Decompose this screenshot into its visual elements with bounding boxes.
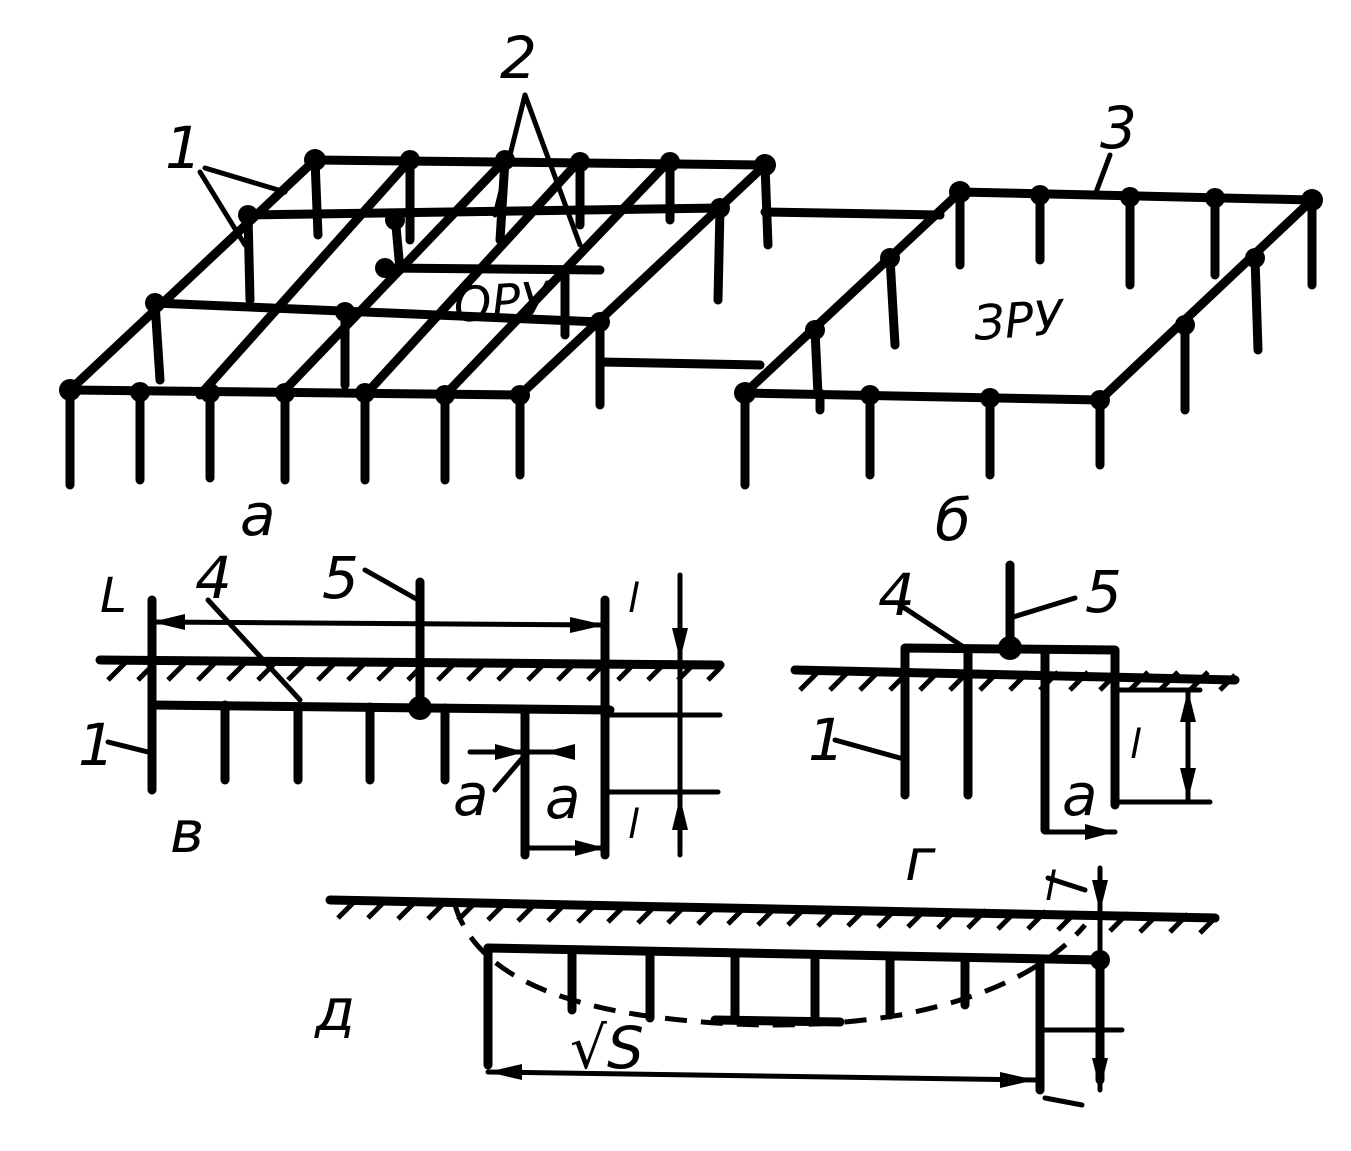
label-ory: ОРУ — [452, 271, 554, 334]
label-1-top: 1 — [165, 114, 202, 182]
label-a-v: a — [545, 764, 581, 832]
panel-d-hatch — [336, 898, 1217, 935]
label-3: 3 — [1100, 94, 1137, 162]
label-panel-a: а — [240, 481, 276, 549]
label-4-v: 4 — [195, 544, 232, 612]
panel-v-section — [95, 567, 725, 860]
label-5-v: 5 — [322, 544, 359, 612]
label-l-g: l — [1130, 722, 1141, 768]
label-L: L — [100, 568, 127, 624]
panel-g-section — [790, 560, 1240, 840]
label-l-v-bottom: l — [628, 802, 639, 848]
label-l-d-top: l — [1045, 864, 1056, 910]
label-panel-g: г — [905, 826, 936, 894]
label-a-g: a — [1062, 761, 1098, 829]
label-1-g: 1 — [808, 706, 845, 774]
label-l-v-top: l — [628, 576, 639, 622]
label-4-g: 4 — [878, 561, 915, 629]
link-cables — [595, 207, 945, 370]
label-5-g: 5 — [1085, 558, 1122, 626]
label-panel-b: б — [935, 486, 971, 554]
diagram-labels: 1 2 3 ОРУ ЗРУ а б L 4 5 l 1 a a l в 4 5 … — [78, 24, 1141, 1082]
label-d-v: a — [453, 761, 489, 829]
panel-b-loop — [734, 152, 1323, 490]
panel-d-section — [325, 865, 1220, 1108]
label-2: 2 — [500, 24, 537, 92]
label-panel-d: д — [314, 976, 355, 1044]
label-zry: ЗРУ — [972, 290, 1067, 352]
panel-d-dashed-contour — [452, 904, 1087, 1028]
label-panel-v: в — [170, 798, 204, 866]
label-1-v: 1 — [78, 711, 115, 779]
panel-a-grid — [59, 92, 776, 490]
label-S: √S — [570, 1014, 644, 1082]
